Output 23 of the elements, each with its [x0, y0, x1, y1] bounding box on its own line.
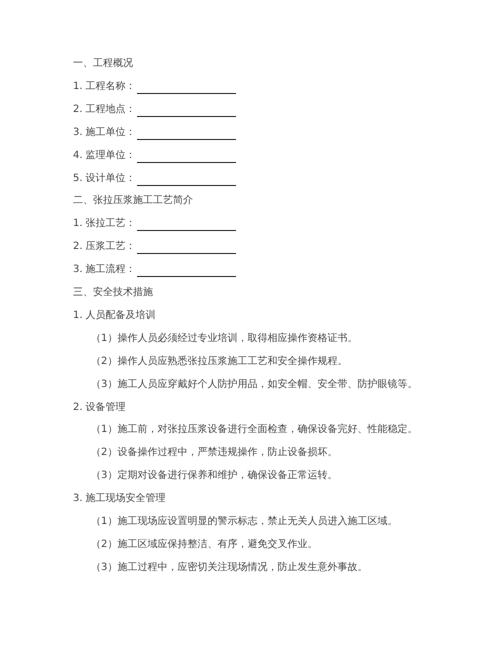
- list-item: （2）施工区域应保持整洁、有序，避免交叉作业。: [91, 538, 318, 552]
- field-label: 5. 设计单位：: [73, 172, 136, 186]
- field-label: 1. 张拉工艺：: [73, 217, 136, 232]
- item-heading: 1. 人员配备及培训: [73, 308, 156, 323]
- list-item: （1）操作人员必须经过专业培训，取得相应操作资格证书。: [91, 332, 358, 346]
- section-heading: 三、安全技术措施: [73, 286, 153, 300]
- list-item: （3）施工人员应穿戴好个人防护用品，如安全帽、安全带、防护眼镜等。: [91, 378, 418, 392]
- field-label: 3. 施工单位：: [73, 126, 136, 140]
- field-label: 2. 压浆工艺：: [73, 240, 136, 254]
- item-heading: 3. 施工现场安全管理: [73, 492, 166, 506]
- section-heading: 二、张拉压浆施工工艺简介: [73, 194, 193, 208]
- field-label: 3. 施工流程：: [73, 263, 136, 278]
- list-item: （3）定期对设备进行保养和维护，确保设备正常运转。: [91, 469, 338, 484]
- field-label: 1. 工程名称：: [73, 80, 136, 94]
- list-item: （2）设备操作过程中，严禁违规操作，防止设备损坏。: [91, 446, 338, 460]
- list-item: （1）施工前，对张拉压浆设备进行全面检查，确保设备完好、性能稳定。: [91, 423, 418, 438]
- item-heading: 2. 设备管理: [73, 400, 126, 414]
- list-item: （1）施工现场应设置明显的警示标志，禁止无关人员进入施工区域。: [91, 515, 398, 529]
- list-item: （2）操作人员应熟悉张拉压浆施工工艺和安全操作规程。: [91, 354, 348, 369]
- section-heading: 一、工程概况: [73, 57, 133, 71]
- field-label: 2. 工程地点：: [73, 102, 136, 117]
- field-label: 4. 监理单位：: [73, 148, 136, 163]
- list-item: （3）施工过程中，应密切关注现场情况，防止发生意外事故。: [91, 560, 368, 575]
